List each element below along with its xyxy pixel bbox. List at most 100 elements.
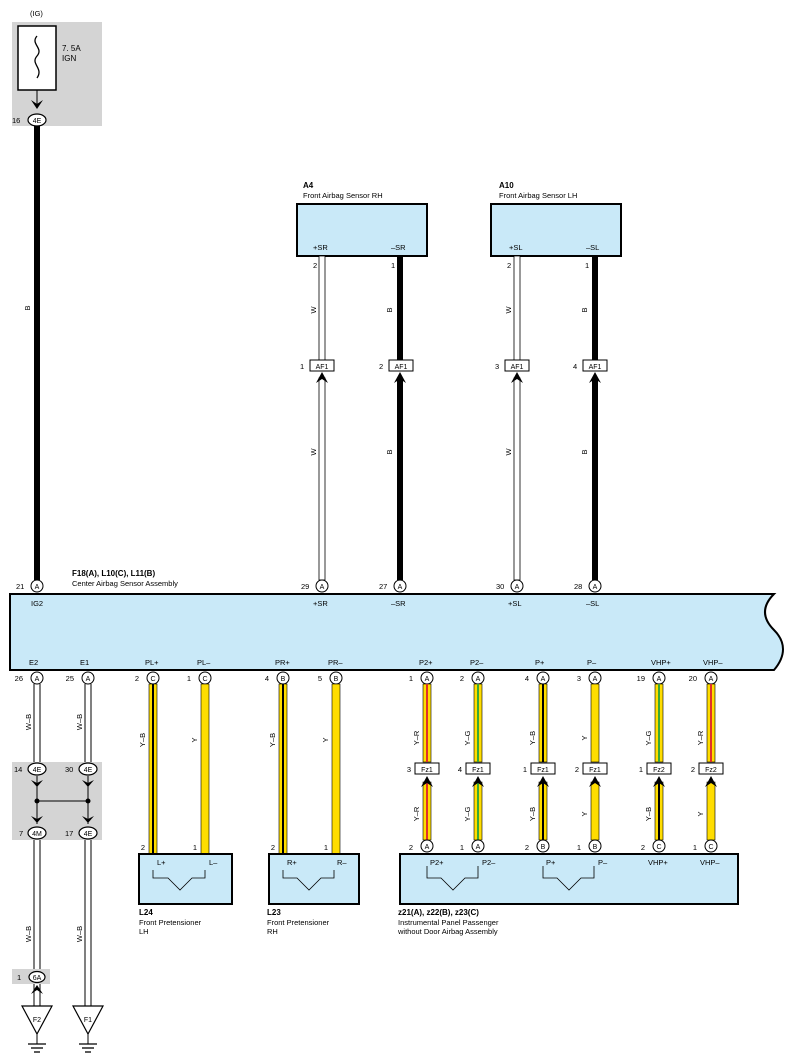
connector-6a-pin: 1 <box>17 973 21 982</box>
pretensioner-rh-side: RH <box>267 927 278 936</box>
terminal-conn: A <box>593 584 598 591</box>
wire-label-lh-pos-bot: W <box>504 448 513 456</box>
end-pin: 2 <box>409 843 413 852</box>
junction-pin: 17 <box>65 829 73 838</box>
terminal-label: IG2 <box>31 599 43 608</box>
wire-label: Y–G <box>644 730 653 745</box>
ecu-code: F18(A), L10(C), L11(B) <box>72 569 155 578</box>
wire-label-wb-3: W–B <box>24 926 33 942</box>
passenger-wire-bot-5 <box>706 781 716 841</box>
passenger-wire-bot-3 <box>590 781 600 841</box>
terminal-pos-sl: 30 A +SL <box>496 579 524 608</box>
inline-pin: 4 <box>458 765 462 774</box>
end-terminal <box>588 839 602 853</box>
wire-label-rh-pos-top: W <box>309 306 318 314</box>
terminal-label: E1 <box>80 658 89 667</box>
passenger-airbag-name: Instrumental Panel Passenger <box>398 918 499 927</box>
pretensioner-lh-code: L24 <box>139 908 153 917</box>
ground-f2: F2 <box>20 1005 54 1053</box>
passenger-airbag: P2+ P2– P+ P– VHP+ VHP– z21(A), z22(B), … <box>397 853 739 936</box>
ecu-box <box>9 593 784 671</box>
terminal-conn: A <box>709 676 714 683</box>
pretensioner-lh-side: LH <box>139 927 149 936</box>
connector-arrow-icon <box>589 776 601 787</box>
terminal-pin: 4 <box>265 674 269 683</box>
wire-label: Y <box>321 737 330 742</box>
ground-label: F2 <box>33 1017 41 1024</box>
connector-arrow-icon <box>316 372 328 383</box>
connector-arrow-icon <box>31 816 43 823</box>
terminal-pin: 29 <box>301 582 309 591</box>
terminal-pin: 28 <box>574 582 582 591</box>
wire-label-rh-neg-bot: B <box>385 449 394 454</box>
terminal-neg-sl: 28 A –SL <box>574 579 602 608</box>
terminal-conn: C <box>150 676 155 683</box>
terminal-conn: A <box>35 676 40 683</box>
connector-6a-label: 6A <box>33 975 42 982</box>
terminal-pin: 1 <box>409 674 413 683</box>
junction-conn: 4E <box>33 767 42 774</box>
connector-arrow-icon <box>537 776 549 787</box>
connector-arrow-icon <box>394 372 406 383</box>
af1-pin-1: 1 <box>300 362 304 371</box>
wire-label: Y–R <box>412 806 421 821</box>
sensor-lh-pin-neg: 1 <box>585 261 589 270</box>
junction-pin: 30 <box>65 765 73 774</box>
sensor-rh-pin-neg: 1 <box>391 261 395 270</box>
ground-triangle-icon <box>20 1005 54 1036</box>
sensor-lh-neg-label: –SL <box>586 243 599 252</box>
connector-arrow-icon <box>472 776 484 787</box>
terminal-conn: B <box>281 676 286 683</box>
junction-pin: 14 <box>14 765 22 774</box>
passenger-label: P2+ <box>430 858 444 867</box>
ecu: F18(A), L10(C), L11(B) Center Airbag Sen… <box>9 569 784 671</box>
inline-conn: Fz1 <box>472 767 484 774</box>
pretensioner-rh: R+ R– L23 Front Pretensioner RH <box>267 853 360 936</box>
sensor-lh: A10 Front Airbag Sensor LH +SL –SL 2 1 <box>490 181 622 270</box>
sensor-lh-code: A10 <box>499 181 514 190</box>
af1-connectors: 1 AF1 2 AF1 3 AF1 4 AF1 <box>300 359 608 383</box>
ecu-name: Center Airbag Sensor Assembly <box>72 579 178 588</box>
terminal-label: +SL <box>508 599 522 608</box>
connector-arrow-icon <box>31 780 43 787</box>
terminal-label: E2 <box>29 658 38 667</box>
ground-f1: F1 <box>71 1005 105 1053</box>
terminal-label: P– <box>587 658 597 667</box>
passenger-wire-top-3 <box>590 683 600 763</box>
pretensioner-lh-neg: L– <box>209 858 218 867</box>
terminal-pin: 2 <box>135 674 139 683</box>
terminal-label: PL– <box>197 658 211 667</box>
inline-conn: Fz1 <box>537 767 549 774</box>
terminal-label: P+ <box>535 658 545 667</box>
end-conn: A <box>476 844 481 851</box>
pretensioner-rh-name: Front Pretensioner <box>267 918 330 927</box>
sensor-rh-box <box>296 203 428 257</box>
af1-pin-4: 4 <box>573 362 577 371</box>
connector-arrow-icon <box>589 372 601 383</box>
inline-pin: 1 <box>639 765 643 774</box>
wire-label: Y–B <box>138 733 147 747</box>
passenger-label: P+ <box>546 858 556 867</box>
terminal-label: PR– <box>328 658 343 667</box>
wire-label-rh-pos-bot: W <box>309 448 318 456</box>
sensor-rh-code: A4 <box>303 181 314 190</box>
junction-conn: 4E <box>84 831 93 838</box>
end-conn: B <box>541 844 546 851</box>
wire-label: Y–B <box>528 807 537 821</box>
sensor-wires <box>318 255 598 581</box>
wire-label-wb-4: W–B <box>75 926 84 942</box>
terminal-label: –SR <box>391 599 406 608</box>
ground-section: W–B W–B W–B W–B 14 4E 30 4E 7 4M 17 4E 1 <box>12 684 105 1053</box>
terminal-pin: 25 <box>66 674 74 683</box>
terminal-conn: A <box>476 676 481 683</box>
end-conn: C <box>708 844 713 851</box>
connector-arrow-icon <box>82 780 94 787</box>
squib-icon <box>426 866 479 891</box>
